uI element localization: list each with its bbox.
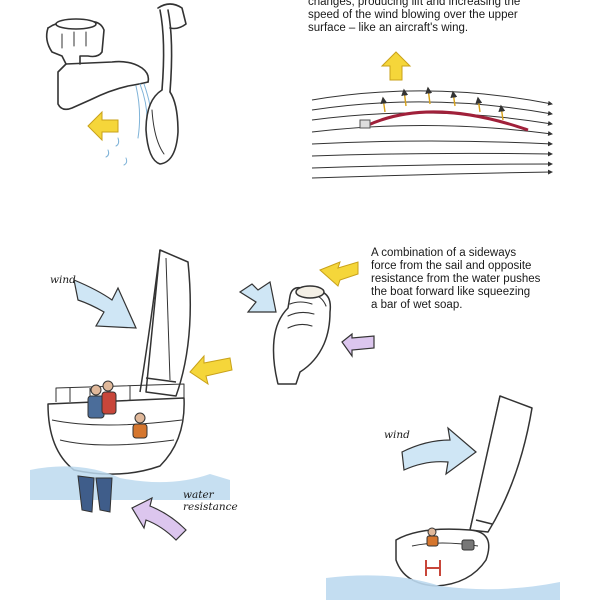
caption-airfoil: changes, producing lift and increasing t… xyxy=(308,0,578,35)
label-water-resistance: water resistance xyxy=(183,489,238,513)
sailboat-right xyxy=(396,396,532,586)
tap-icon xyxy=(47,19,149,109)
hand-squeezing-soap-icon xyxy=(274,286,331,384)
blue-arrow-wind-right xyxy=(402,428,476,474)
label-wind-right: wind xyxy=(384,429,410,441)
yellow-arrow-hand xyxy=(320,262,358,286)
spoon-icon xyxy=(146,4,186,164)
label-wind-left: wind xyxy=(50,274,76,286)
blue-arrow-hand xyxy=(240,282,276,312)
purple-arrow-water-left xyxy=(132,498,186,540)
yellow-arrow-left xyxy=(88,112,118,140)
purple-arrow-hand xyxy=(342,334,374,356)
caption-sideways-force: A combination of a sideways force from t… xyxy=(371,247,581,312)
yellow-arrow-up xyxy=(382,52,410,80)
airfoil-diagram xyxy=(312,91,552,178)
yellow-arrow-sail-left xyxy=(190,356,232,384)
blue-arrow-wind-left xyxy=(74,280,136,328)
